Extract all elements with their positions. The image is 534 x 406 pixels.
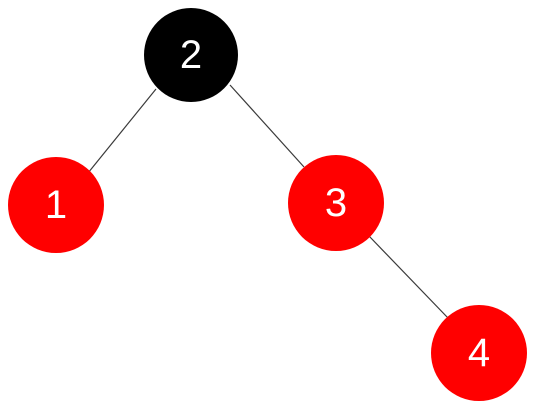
node-label: 3: [325, 181, 347, 225]
node-label: 4: [468, 331, 490, 375]
tree-node-2: 2: [144, 8, 238, 102]
node-label: 2: [180, 33, 202, 77]
edge-3-to-4: [368, 235, 449, 319]
edge-2-to-3: [229, 84, 305, 168]
tree-node-4: 4: [431, 305, 527, 401]
node-circle-black: [144, 8, 238, 102]
node-circle-red: [8, 157, 104, 253]
node-label: 1: [45, 183, 67, 227]
node-circle-red: [431, 305, 527, 401]
edge-2-to-1: [87, 88, 157, 174]
tree-node-3: 3: [288, 155, 384, 251]
node-circle-red: [288, 155, 384, 251]
tree-node-1: 1: [8, 157, 104, 253]
